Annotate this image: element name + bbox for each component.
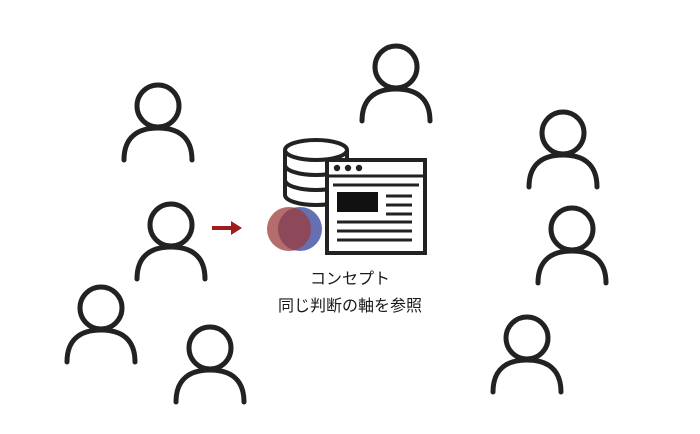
person-icon [137,204,205,279]
overlapping-circles-icon [267,207,322,251]
person-icon [124,85,192,160]
browser-window-icon [325,158,427,255]
concept-label: コンセプト [309,269,390,288]
person-icon [529,112,597,187]
person-icon [176,327,244,402]
person-icon [362,46,430,121]
arrow-right-icon [212,221,242,235]
concept-description: 同じ判断の軸を参照 [277,296,422,315]
person-icon [67,287,135,362]
person-icon [538,208,606,283]
person-icon [493,317,561,392]
